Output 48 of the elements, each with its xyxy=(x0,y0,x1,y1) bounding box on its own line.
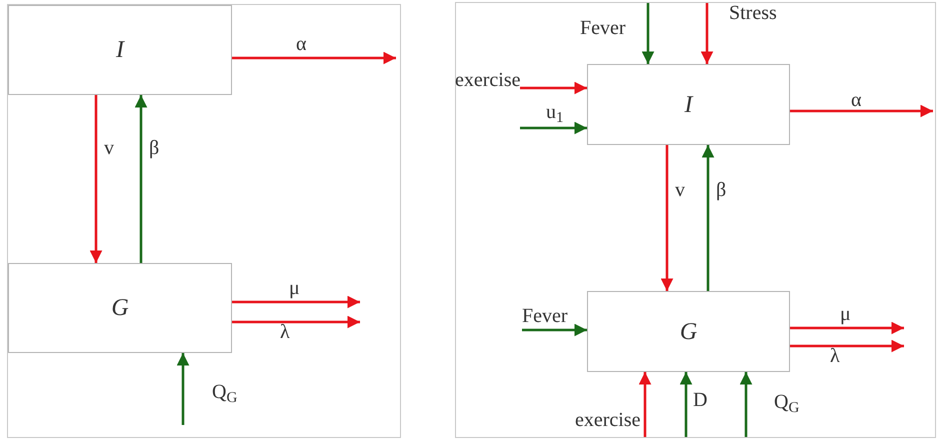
arrow xyxy=(702,145,714,291)
arrow xyxy=(790,340,904,352)
state-label: I xyxy=(684,90,692,120)
edge-label: Fever xyxy=(580,18,626,38)
edge-label: v xyxy=(104,138,114,158)
edge-label: λ xyxy=(830,346,840,366)
edge-label: β xyxy=(716,180,726,200)
arrow xyxy=(134,95,148,263)
state-box xyxy=(587,64,790,145)
arrow xyxy=(642,3,654,64)
arrow xyxy=(522,324,587,336)
arrow xyxy=(520,82,587,94)
edge-label: α xyxy=(851,90,862,110)
panel-frame xyxy=(7,4,401,438)
edge-label: μ xyxy=(289,278,300,298)
arrow xyxy=(232,52,396,64)
arrow xyxy=(232,316,360,328)
edge-label: exercise xyxy=(575,410,641,430)
state-box xyxy=(587,291,790,372)
state-box xyxy=(8,263,232,353)
arrow xyxy=(660,145,674,291)
arrow xyxy=(232,296,360,308)
arrow xyxy=(740,372,752,437)
arrow xyxy=(680,372,692,437)
edge-label: λ xyxy=(280,322,290,342)
edge-label: u$_{1}$ xyxy=(546,102,564,122)
arrow xyxy=(520,122,587,134)
edge-label: exercise xyxy=(455,70,521,90)
edge-label: Q$_{G}$ xyxy=(212,382,238,402)
edge-label: Stress xyxy=(729,3,777,23)
arrow xyxy=(790,104,933,118)
state-label: G xyxy=(680,318,698,346)
edge-label: D xyxy=(693,390,708,410)
edge-label: α xyxy=(296,34,306,54)
arrow xyxy=(638,372,652,437)
arrow xyxy=(790,322,904,334)
edge-label: β xyxy=(149,138,160,158)
edge-label: Fever xyxy=(522,306,568,326)
edge-label: μ xyxy=(840,304,851,324)
arrow xyxy=(176,353,190,425)
arrow xyxy=(90,95,102,263)
edge-label: v xyxy=(675,180,685,200)
panel-frame xyxy=(455,2,936,438)
arrow xyxy=(700,3,714,64)
edge-label: Q$_{G}$ xyxy=(774,392,800,412)
state-box xyxy=(8,5,232,95)
state-label: I xyxy=(116,36,124,65)
state-label: G xyxy=(111,294,129,323)
